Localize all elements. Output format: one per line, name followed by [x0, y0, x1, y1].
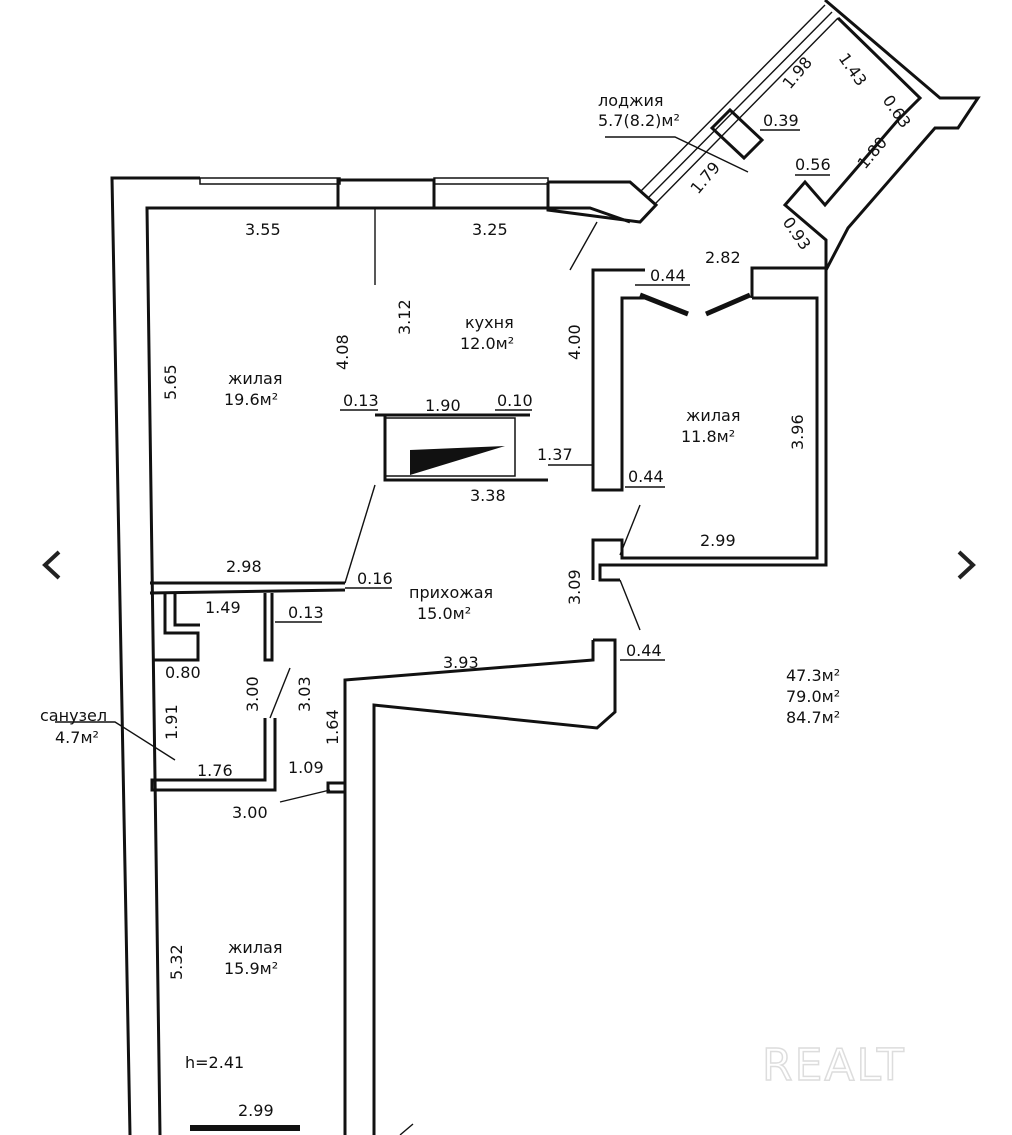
dimension: 3.00	[232, 803, 268, 822]
dimension: 0.44	[628, 467, 664, 486]
dimension: 1.49	[205, 598, 241, 617]
dimension: 2.99	[700, 531, 736, 550]
living1-area: 19.6м²	[224, 390, 278, 409]
kitchen-area: 12.0м²	[460, 334, 514, 353]
next-image-button[interactable]	[940, 540, 990, 590]
dimension: 3.09	[565, 569, 584, 605]
dimension: 0.63	[879, 91, 915, 131]
loggia-area: 5.7(8.2)м²	[598, 111, 680, 130]
watermark-logo: REALT	[762, 1040, 906, 1091]
dimension: 3.12	[395, 299, 414, 335]
total-area-3: 84.7м²	[786, 708, 840, 727]
dimension: 1.90	[425, 396, 461, 415]
dimension: 0.10	[497, 391, 533, 410]
living2-area: 11.8м²	[681, 427, 735, 446]
dimension: 4.00	[565, 324, 584, 360]
dimension: 1.09	[288, 758, 324, 777]
hall-area: 15.0м²	[417, 604, 471, 623]
dimension: 1.43	[835, 49, 871, 89]
dimension: 2.82	[705, 248, 741, 267]
ceiling-height: h=2.41	[185, 1053, 244, 1072]
bathroom-name: санузел	[40, 706, 107, 725]
room-labels: лоджия 5.7(8.2)м² кухня 12.0м² жилая 19.…	[40, 91, 840, 1072]
dimension: 0.80	[165, 663, 201, 682]
walls	[55, 0, 981, 1135]
chevron-left-icon	[42, 550, 61, 580]
dimension: 1.76	[197, 761, 233, 780]
dimension: 2.99	[238, 1101, 274, 1120]
dimension: 3.55	[245, 220, 281, 239]
dimension: 3.25	[472, 220, 508, 239]
chevron-right-icon	[957, 550, 976, 580]
dimension: 5.65	[161, 364, 180, 400]
living3-area: 15.9м²	[224, 959, 278, 978]
previous-image-button[interactable]	[27, 540, 77, 590]
total-area-2: 79.0м²	[786, 687, 840, 706]
total-area-1: 47.3м²	[786, 666, 840, 685]
dimension: 0.44	[650, 266, 686, 285]
dimension: 0.39	[763, 111, 799, 130]
dimension: 0.13	[288, 603, 324, 622]
dimension: 0.16	[357, 569, 393, 588]
dimension: 1.64	[323, 709, 342, 745]
dimension: 0.13	[343, 391, 379, 410]
dimension: 2.98	[226, 557, 262, 576]
dimension: 3.38	[470, 486, 506, 505]
kitchen-name: кухня	[465, 313, 514, 332]
dimension: 3.96	[788, 414, 807, 450]
living3-name: жилая	[228, 938, 282, 957]
dimension: 5.32	[167, 944, 186, 980]
bathroom-area: 4.7м²	[55, 728, 99, 747]
living1-name: жилая	[228, 369, 282, 388]
dimension: 3.03	[295, 676, 314, 712]
dimension: 3.93	[443, 653, 479, 672]
dimension: 0.44	[626, 641, 662, 660]
dimension: 4.08	[333, 334, 352, 370]
dimension: 3.00	[243, 676, 262, 712]
loggia-name: лоджия	[598, 91, 664, 110]
living2-name: жилая	[686, 406, 740, 425]
dimension: 1.98	[779, 53, 816, 93]
hall-name: прихожая	[409, 583, 493, 602]
dimension: 0.93	[779, 213, 815, 253]
dimension: 1.79	[687, 158, 724, 198]
dimension: 0.56	[795, 155, 831, 174]
dimension: 1.37	[537, 445, 573, 464]
dimensions: 3.55 3.25 1.98 1.43 0.63 0.39 1.79 0.56 …	[161, 49, 915, 1120]
dimension: 1.91	[162, 704, 181, 740]
